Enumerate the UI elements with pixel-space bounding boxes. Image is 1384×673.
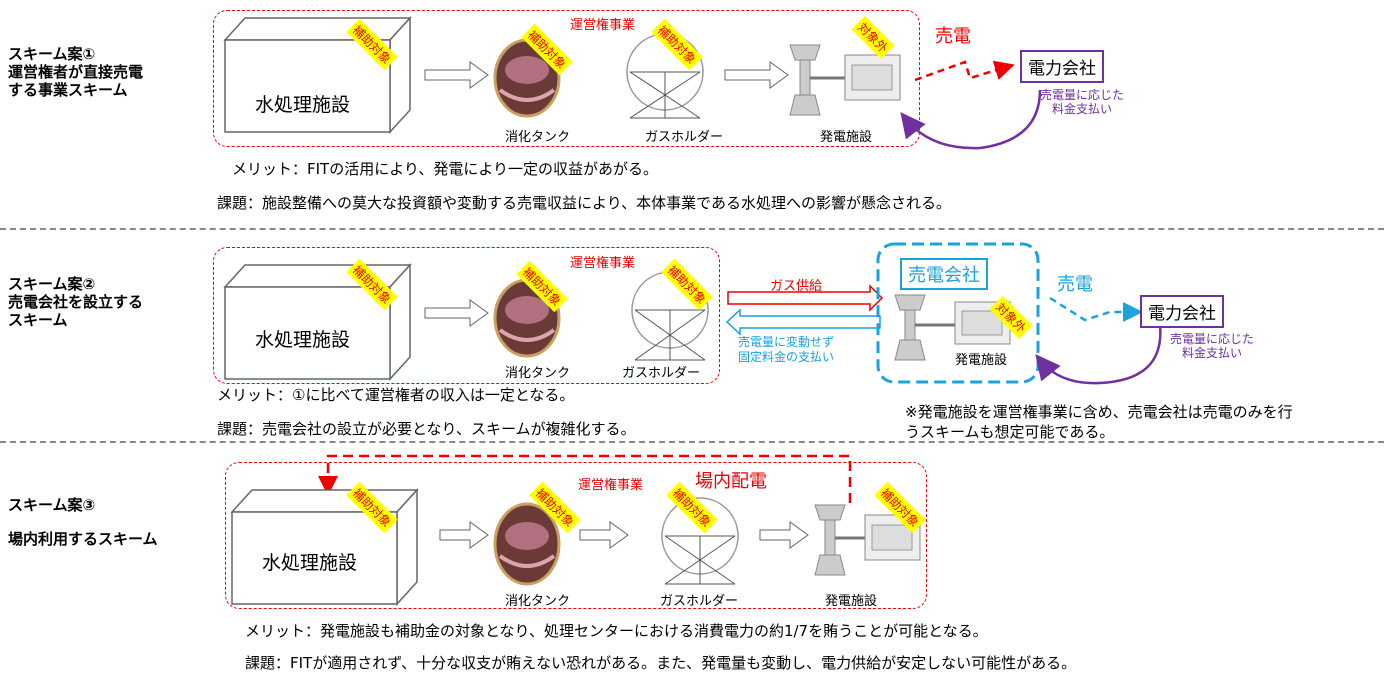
scheme3-concession-boundary: [225, 462, 927, 609]
scheme1-payment-label: 売電量に応じた 料金支払い: [1040, 88, 1125, 116]
scheme2-title: スキーム案② 売電会社を設立する スキーム: [8, 275, 144, 329]
scheme3-concession-label: 運営権事業: [578, 478, 644, 493]
scheme1-title: スキーム案① 運営権者が直接売電 する事業スキーム: [8, 45, 144, 99]
scheme2-gas-holder: [631, 271, 709, 361]
onsite-distribution-label: 場内配電: [695, 471, 767, 492]
scheme1-caption-generator: 発電施設: [820, 130, 873, 145]
scheme3-block-arrow-2: [579, 521, 629, 549]
scheme1-sell-line: [914, 60, 1015, 82]
scheme1-power-company: 電力会社: [1020, 50, 1104, 83]
gas-supply-arrow: [727, 284, 884, 312]
scheme2-issue: 課題：売電会社の設立が必要となり、スキームが複雑化する。: [217, 420, 636, 438]
scheme3-caption-tank: 消化タンク: [505, 594, 571, 609]
power-seller-label: 売電会社: [900, 258, 988, 290]
scheme2-concession-boundary: [213, 247, 720, 384]
scheme1-block-arrow: [424, 61, 489, 89]
scheme2-caption-generator: 発電施設: [955, 353, 1008, 368]
scheme1-sell-label: 売電: [935, 26, 971, 47]
scheme2-sell-label: 売電: [1057, 274, 1093, 295]
scheme3-gas-holder: [661, 497, 739, 585]
scheme2-power-company: 電力会社: [1140, 295, 1224, 328]
gas-supply-label: ガス供給: [770, 279, 823, 294]
scheme2-payment-label: 売電量に応じた 料金支払い: [1170, 332, 1255, 360]
scheme1-payment-arrow: [900, 89, 1042, 150]
scheme1-block-arrow-2: [724, 61, 789, 89]
scheme1-issue: 課題：施設整備への莫大な投資額や変動する売電収益により、本体事業である水処理への…: [217, 194, 951, 212]
scheme3-merit: メリット：発電施設も補助金の対象となり、処理センターにおける消費電力の約1/7を…: [245, 622, 988, 640]
scheme1-concession-label: 運営権事業: [570, 18, 636, 33]
scheme3-title: スキーム案③ 場内利用するスキーム: [8, 496, 158, 548]
scheme2-generator: [894, 294, 1011, 361]
fixed-payment-label: 売電量に変動せず 固定料金の支払い: [738, 335, 835, 364]
scheme2-merit: メリット：①に比べて運営権者の収入は一定となる。: [217, 386, 575, 404]
scheme2-sell-line: [1049, 296, 1143, 322]
scheme2-facility-label: 水処理施設: [255, 329, 351, 351]
scheme2-caption-holder: ガスホルダー: [622, 366, 701, 381]
scheme2-caption-tank: 消化タンク: [505, 366, 571, 381]
scheme3-caption-generator: 発電施設: [825, 594, 878, 609]
onsite-distribution-line: [318, 454, 852, 503]
scheme3-facility-label: 水処理施設: [262, 552, 358, 574]
scheme3-block-arrow-3: [759, 521, 809, 549]
divider-2: [0, 441, 1384, 443]
scheme2-payment-arrow: [1035, 324, 1162, 385]
scheme3-generator: [814, 504, 921, 576]
power-seller-box: [876, 242, 1040, 384]
scheme1-facility-label: 水処理施設: [255, 94, 351, 116]
scheme1-caption-tank: 消化タンク: [505, 130, 571, 145]
scheme3-issue: 課題：FITが適用されず、十分な収支が賄えない恐れがある。また、発電量も変動し、…: [245, 654, 1077, 672]
scheme2-note: ※発電施設を運営権事業に含め、売電会社は売電のみを行うスキームも想定可能である。: [905, 403, 1293, 441]
scheme1-concession-boundary: [213, 10, 920, 147]
scheme2-block-arrow: [424, 299, 489, 327]
scheme3-caption-holder: ガスホルダー: [660, 594, 739, 609]
scheme1-caption-holder: ガスホルダー: [645, 130, 724, 145]
scheme1-generator: [789, 44, 901, 116]
scheme3-block-arrow: [439, 521, 489, 549]
scheme2-concession-label: 運営権事業: [570, 256, 636, 271]
scheme1-merit: メリット：FITの活用により、発電により一定の収益があがる。: [232, 160, 659, 178]
fixed-payment-arrow: [725, 308, 881, 336]
divider-1: [0, 228, 1384, 230]
scheme3-digester-tank: [493, 502, 561, 586]
